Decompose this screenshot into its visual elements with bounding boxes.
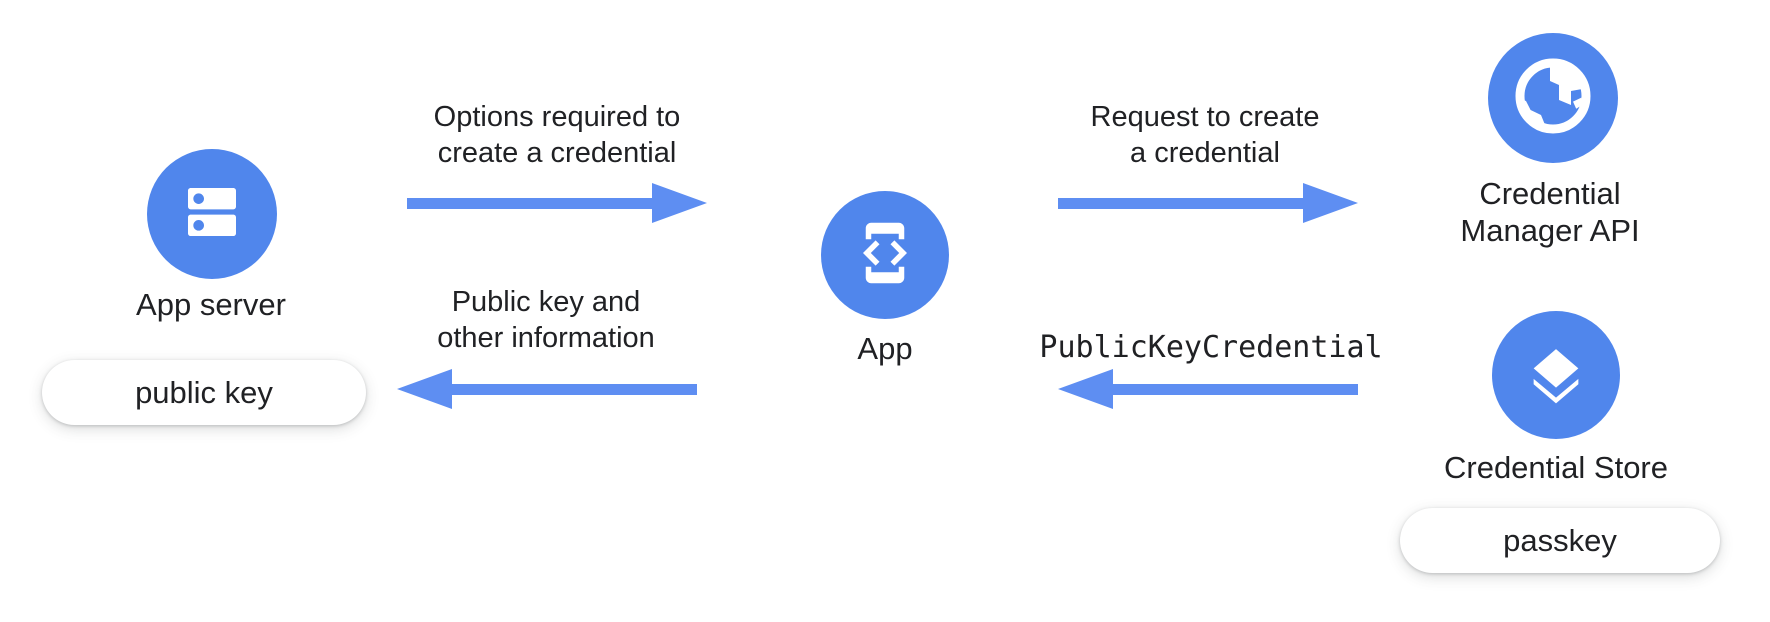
passkey-pill: passkey	[1400, 508, 1720, 573]
credential-manager-node	[1488, 33, 1618, 163]
options-arrow-label-line2: create a credential	[437, 137, 677, 169]
arrow-head-icon	[652, 183, 707, 223]
credential-store-node	[1492, 311, 1620, 439]
layers-icon	[1519, 336, 1593, 415]
passkey-pill-label: passkey	[1503, 522, 1617, 558]
arrow-head-icon	[397, 369, 452, 409]
public-key-credential-label: PublicKeyCredential	[1039, 330, 1383, 365]
options-arrow-label: Options required to create a credential	[434, 99, 681, 171]
options-arrow-label-line1: Options required to	[433, 101, 681, 133]
server-icon	[180, 180, 244, 249]
public-key-info-arrow-label: Public key and other information	[437, 284, 655, 356]
arrow-shaft	[447, 383, 697, 395]
arrow-head-icon	[1303, 183, 1358, 223]
credential-manager-label: Credential Manager API	[1460, 175, 1639, 249]
arrow-head-icon	[1058, 369, 1113, 409]
options-arrow-right	[407, 183, 707, 223]
request-arrow-label-line2: a credential	[1130, 137, 1280, 169]
arrow-shaft	[407, 197, 657, 209]
public-key-pill-label: public key	[135, 374, 273, 410]
globe-icon	[1505, 48, 1601, 149]
credential-manager-label-line2: Manager API	[1460, 213, 1640, 248]
public-key-pill: public key	[42, 360, 366, 425]
request-arrow-label-line1: Request to create	[1090, 101, 1320, 133]
credential-store-label: Credential Store	[1443, 450, 1669, 485]
phone-code-icon	[852, 220, 918, 291]
public-key-info-label-line1: Public key and	[451, 286, 641, 318]
app-node	[821, 191, 949, 319]
request-arrow-right	[1058, 183, 1358, 223]
credential-manager-label-line1: Credential	[1479, 176, 1621, 211]
public-key-info-arrow-left	[397, 369, 697, 409]
app-server-label: App server	[136, 287, 286, 322]
app-label: App	[857, 331, 913, 366]
public-key-credential-arrow-left	[1058, 369, 1358, 409]
arrow-shaft	[1058, 197, 1308, 209]
arrow-shaft	[1108, 383, 1358, 395]
request-arrow-label: Request to create a credential	[1091, 99, 1320, 171]
app-server-node	[147, 149, 277, 279]
public-key-info-label-line2: other information	[437, 322, 655, 354]
